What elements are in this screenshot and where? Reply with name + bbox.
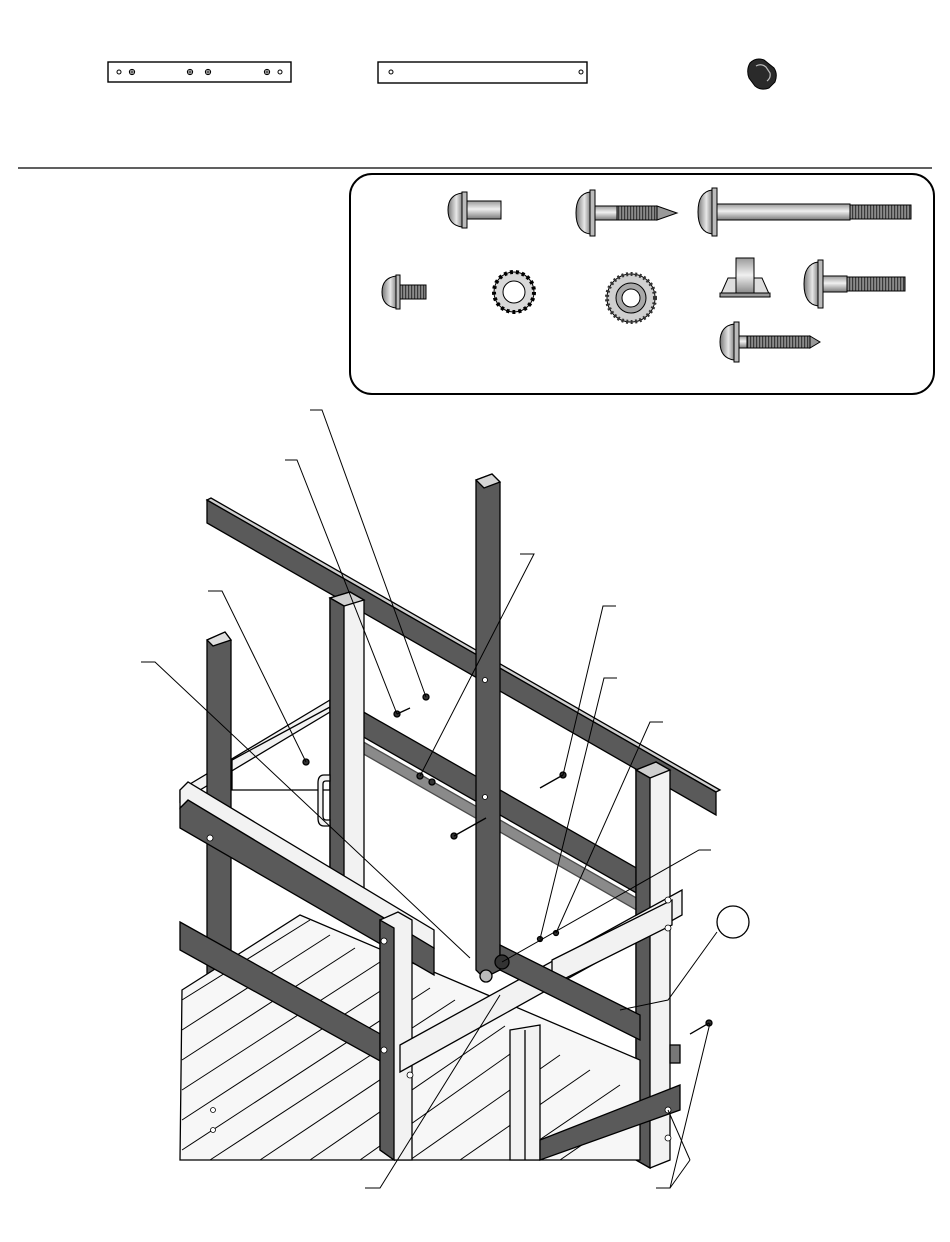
cap-icon (748, 59, 777, 89)
blank-callout-circle-icon (717, 906, 749, 938)
playset-assembly-drawing (141, 410, 749, 1188)
lock-washer-icon (494, 272, 534, 312)
drilled-board-icon (108, 62, 291, 82)
plain-board-icon (378, 62, 587, 83)
flange-nut-icon (607, 274, 655, 322)
